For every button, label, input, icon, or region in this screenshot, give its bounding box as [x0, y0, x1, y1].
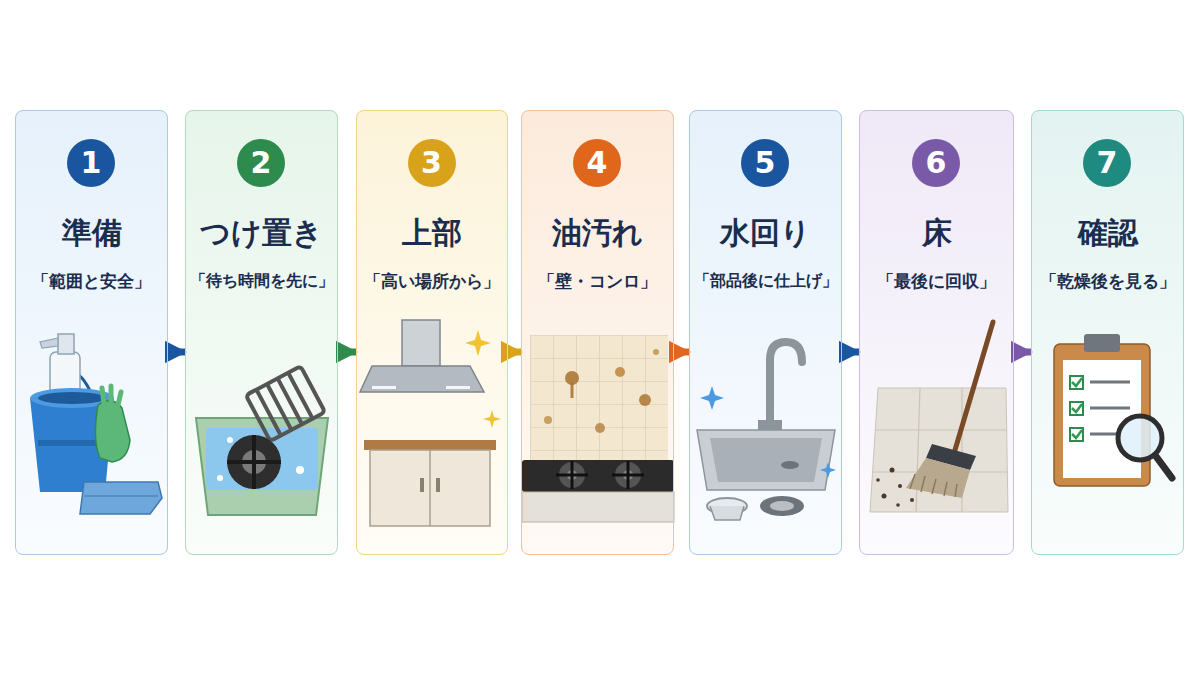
step-number-circle: 7	[1083, 139, 1131, 187]
step-number-circle: 1	[67, 139, 115, 187]
step-subtitle: 「待ち時間を先に」	[190, 271, 334, 290]
step-subtitle: 「高い場所から」	[364, 271, 500, 291]
step-title: 床	[922, 215, 952, 251]
flow-arrow	[508, 349, 521, 356]
step-panel: 上部「高い場所から」 3	[356, 110, 508, 555]
flow-arrow	[168, 349, 185, 356]
step-title: つけ置き	[200, 215, 323, 251]
step-subtitle: 「部品後に仕上げ」	[694, 271, 838, 290]
step-number: 4	[587, 148, 608, 178]
step-number-circle: 3	[408, 139, 456, 187]
step-subtitle: 「最後に回収」	[877, 271, 996, 291]
step-number-circle: 6	[912, 139, 960, 187]
panel-ground	[15, 110, 1184, 555]
step-title: 上部	[402, 215, 462, 251]
greasy-wall-stove-icon	[522, 335, 674, 522]
step-number-circle: 5	[741, 139, 789, 187]
step-subtitle: 「壁・コンロ」	[538, 271, 657, 291]
step-subtitle: 「乾燥後を見る」	[1040, 271, 1176, 291]
step-number-circle: 4	[573, 139, 621, 187]
flow-arrow	[674, 349, 689, 356]
flow-arrow	[1014, 349, 1031, 356]
sink-icon	[697, 342, 836, 520]
range-hood-cabinet-icon	[360, 320, 501, 526]
step-number: 1	[81, 148, 102, 178]
step-panel: 準備「範囲と安全」 1	[15, 110, 168, 555]
flow-arrow	[338, 349, 356, 356]
step-panel: 油汚れ「壁・コンロ」 4	[521, 110, 674, 555]
cleaning-supplies-icon	[30, 334, 162, 514]
step-number-circle: 2	[237, 139, 285, 187]
step-panel: 確認「乾燥後を見る」 7	[1031, 110, 1184, 555]
step-title: 準備	[62, 215, 122, 251]
soaking-basin-icon	[196, 366, 328, 515]
step-title: 確認	[1078, 215, 1138, 251]
step-title: 油汚れ	[552, 215, 643, 251]
step-panel: つけ置き「待ち時間を先に」 2	[185, 110, 338, 555]
step-number: 3	[421, 148, 442, 178]
step-title: 水回り	[720, 215, 811, 251]
step-number: 2	[251, 148, 272, 178]
step-subtitle: 「範囲と安全」	[32, 271, 151, 291]
step-number: 6	[926, 148, 947, 178]
step-panel: 水回り「部品後に仕上げ」 5	[689, 110, 842, 555]
step-number: 5	[755, 148, 776, 178]
step-number: 7	[1097, 148, 1118, 178]
floor-broom-icon	[870, 322, 1008, 512]
flow-arrow	[842, 349, 859, 356]
checklist-icon	[1054, 334, 1172, 486]
step-panel: 床「最後に回収」 6	[859, 110, 1014, 555]
